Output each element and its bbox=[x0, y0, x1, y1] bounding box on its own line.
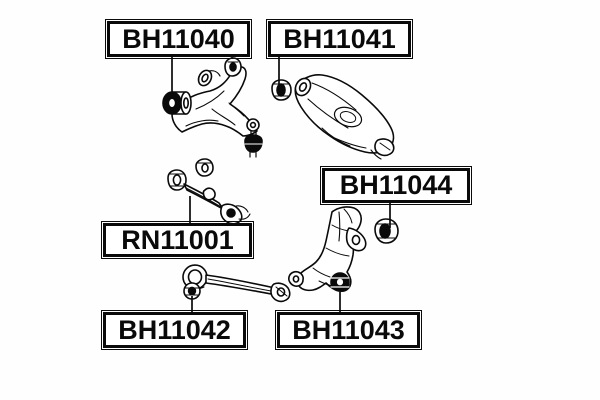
part-label-bh11041-text: BH11041 bbox=[283, 23, 396, 54]
part-label-bh11042[interactable]: BH11042 bbox=[101, 310, 248, 350]
part-label-bh11041[interactable]: BH11041 bbox=[266, 19, 413, 59]
part-label-bh11042-text: BH11042 bbox=[118, 314, 231, 345]
part-label-bh11040-text: BH11040 bbox=[122, 23, 235, 54]
control-link-artwork bbox=[167, 158, 251, 225]
part-label-bh11044[interactable]: BH11044 bbox=[320, 166, 472, 205]
part-label-bh11044-text: BH11044 bbox=[339, 170, 453, 200]
part-label-bh11040[interactable]: BH11040 bbox=[105, 19, 252, 59]
part-label-bh11043-text: BH11043 bbox=[292, 314, 405, 345]
lateral-link-artwork bbox=[182, 264, 291, 303]
lower-control-arm-artwork bbox=[271, 74, 395, 160]
part-label-rn11001[interactable]: RN11001 bbox=[101, 221, 254, 259]
part-label-rn11001-text: RN11001 bbox=[121, 224, 234, 255]
upper-control-arm-artwork bbox=[162, 54, 263, 158]
part-label-bh11043[interactable]: BH11043 bbox=[275, 310, 422, 350]
steering-knuckle-artwork bbox=[288, 206, 399, 293]
